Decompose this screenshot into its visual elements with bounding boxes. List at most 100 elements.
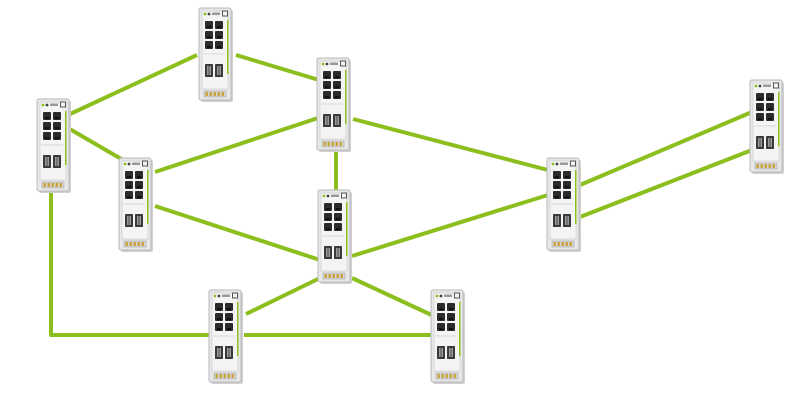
status-led-icon bbox=[326, 194, 330, 198]
terminal-pin bbox=[137, 242, 140, 246]
terminal-pin bbox=[437, 374, 440, 378]
rj45-latch bbox=[325, 76, 329, 78]
terminal-pin bbox=[336, 274, 339, 278]
terminal-pin bbox=[43, 183, 46, 187]
industrial-ethernet-switch-icon[interactable] bbox=[198, 7, 233, 102]
industrial-ethernet-switch-icon[interactable] bbox=[208, 289, 243, 384]
brand-badge-inner bbox=[341, 61, 345, 66]
sfp-port-icon bbox=[323, 114, 331, 127]
sfp-lane bbox=[139, 216, 141, 225]
terminal-pin bbox=[133, 242, 136, 246]
industrial-ethernet-switch-icon[interactable] bbox=[317, 189, 352, 284]
rj45-latch bbox=[768, 118, 772, 120]
rj45-latch bbox=[768, 98, 772, 100]
sfp-lane bbox=[45, 157, 47, 166]
rj45-latch bbox=[217, 308, 221, 310]
sfp-port-icon bbox=[43, 155, 51, 168]
rj45-latch bbox=[439, 328, 443, 330]
terminal-pin bbox=[47, 183, 50, 187]
sfp-lane bbox=[219, 348, 221, 357]
rj45-latch bbox=[227, 318, 231, 320]
industrial-ethernet-switch-icon[interactable] bbox=[118, 157, 153, 252]
label-strip bbox=[212, 12, 220, 15]
network-link-sw-1-sw-8 bbox=[49, 190, 211, 337]
side-accent bbox=[237, 302, 239, 356]
industrial-ethernet-switch-icon[interactable] bbox=[546, 157, 581, 252]
status-led-icon bbox=[551, 162, 555, 166]
status-led-icon bbox=[754, 84, 758, 88]
terminal-pin bbox=[760, 164, 763, 168]
sfp-port-icon bbox=[53, 155, 61, 168]
terminal-pin bbox=[205, 92, 208, 96]
label-strip bbox=[50, 103, 58, 106]
terminal-pin bbox=[331, 142, 334, 146]
label-strip bbox=[763, 84, 771, 87]
rj45-latch bbox=[217, 318, 221, 320]
terminal-pin bbox=[445, 374, 448, 378]
sfp-lane bbox=[137, 216, 139, 225]
terminal-pin bbox=[141, 242, 144, 246]
side-accent bbox=[65, 111, 67, 165]
terminal-pin bbox=[215, 374, 218, 378]
rj45-latch bbox=[45, 117, 49, 119]
terminal-pin bbox=[340, 274, 343, 278]
sfp-port-icon bbox=[553, 214, 561, 227]
rj45-latch bbox=[325, 96, 329, 98]
sfp-lane bbox=[338, 248, 340, 257]
label-strip bbox=[560, 162, 568, 165]
terminal-pin bbox=[764, 164, 767, 168]
sfp-lane bbox=[325, 116, 327, 125]
rj45-latch bbox=[768, 108, 772, 110]
network-link-sw-5-sw-9 bbox=[351, 276, 439, 320]
rj45-latch bbox=[335, 76, 339, 78]
sfp-lane bbox=[328, 248, 330, 257]
terminal-pin bbox=[332, 274, 335, 278]
side-accent bbox=[147, 170, 149, 224]
rj45-latch bbox=[137, 196, 141, 198]
terminal-pin bbox=[231, 374, 234, 378]
sfp-lane bbox=[567, 216, 569, 225]
sfp-lane bbox=[229, 348, 231, 357]
sfp-lane bbox=[770, 138, 772, 147]
status-led-icon bbox=[213, 294, 217, 298]
industrial-ethernet-switch-icon[interactable] bbox=[36, 98, 71, 193]
sfp-lane bbox=[768, 138, 770, 147]
sfp-lane bbox=[336, 248, 338, 257]
network-link-sw-5-sw-8 bbox=[245, 276, 321, 316]
network-link-sw-4-sw-6 bbox=[352, 117, 549, 172]
sfp-lane bbox=[217, 348, 219, 357]
industrial-ethernet-switch-icon[interactable] bbox=[430, 289, 465, 384]
rj45-latch bbox=[439, 308, 443, 310]
brand-badge-inner bbox=[774, 83, 778, 88]
status-led-icon bbox=[127, 162, 131, 166]
status-led-icon bbox=[45, 103, 49, 107]
brand-badge-inner bbox=[61, 102, 65, 107]
industrial-ethernet-switch-icon[interactable] bbox=[316, 57, 351, 152]
rj45-latch bbox=[326, 218, 330, 220]
rj45-latch bbox=[227, 328, 231, 330]
terminal-pin bbox=[561, 242, 564, 246]
terminal-pin bbox=[453, 374, 456, 378]
rj45-latch bbox=[565, 176, 569, 178]
brand-badge-inner bbox=[455, 293, 459, 298]
status-led-icon bbox=[203, 12, 207, 16]
side-accent bbox=[345, 70, 347, 124]
rj45-latch bbox=[449, 318, 453, 320]
side-accent bbox=[778, 92, 780, 146]
status-led-icon bbox=[321, 62, 325, 66]
industrial-ethernet-switch-icon[interactable] bbox=[749, 79, 784, 174]
sfp-lane bbox=[760, 138, 762, 147]
terminal-pin bbox=[129, 242, 132, 246]
status-led-icon bbox=[439, 294, 443, 298]
sfp-lane bbox=[441, 348, 443, 357]
sfp-lane bbox=[327, 116, 329, 125]
rj45-latch bbox=[335, 86, 339, 88]
network-link-sw-3-sw-4 bbox=[154, 116, 319, 174]
rj45-latch bbox=[45, 137, 49, 139]
terminal-pin bbox=[227, 374, 230, 378]
sfp-lane bbox=[55, 157, 57, 166]
sfp-port-icon bbox=[205, 64, 213, 77]
terminal-pin bbox=[441, 374, 444, 378]
status-led-icon bbox=[217, 294, 221, 298]
rj45-latch bbox=[555, 186, 559, 188]
